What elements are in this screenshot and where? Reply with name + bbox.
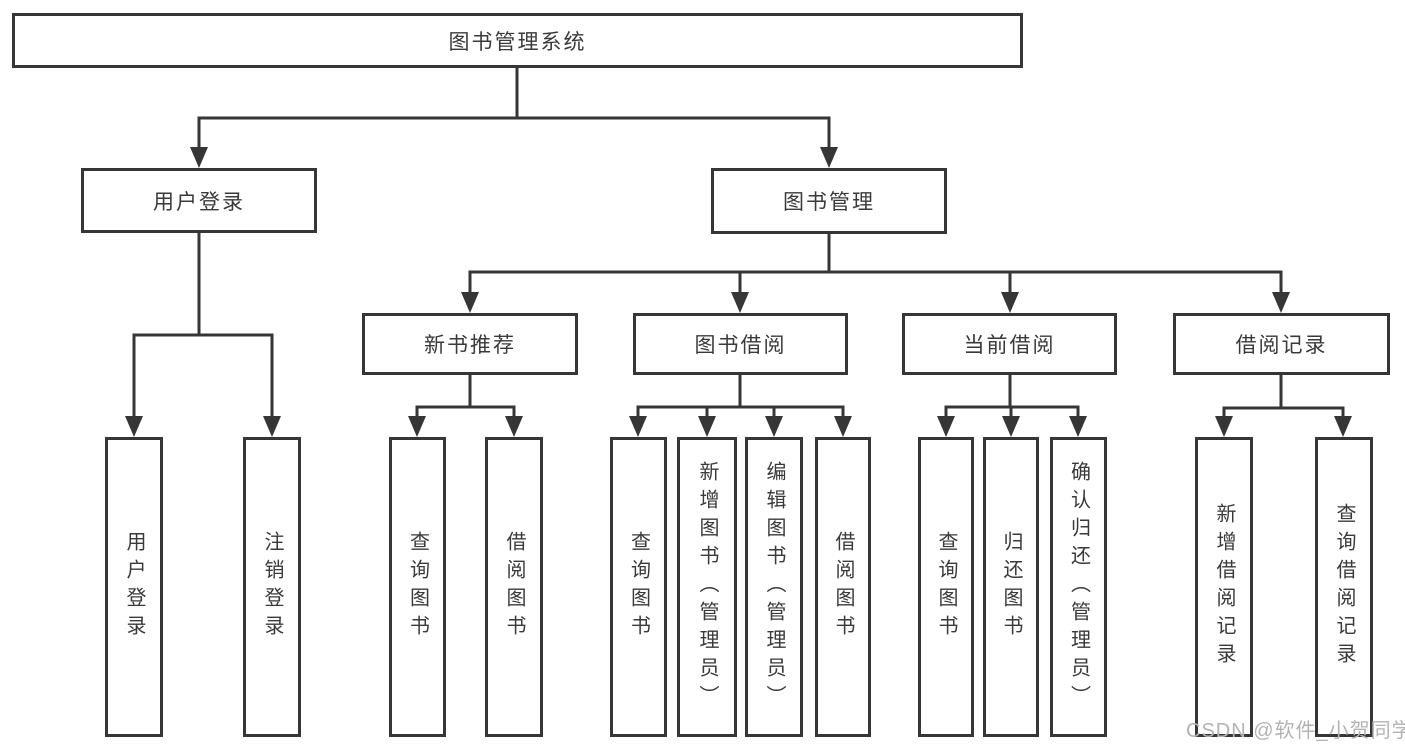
leaf-borrow-books-label: 借阅图书 [832,531,854,643]
node-book-borrow: 图书借阅 [633,313,848,375]
leaf-confirm-return-admin: 确认归还（管理员） [1050,437,1107,737]
node-root-label: 图书管理系统 [448,30,587,54]
leaf-add-borrow-record: 新增借阅记录 [1195,437,1253,737]
leaf-return-books-label: 归还图书 [1000,531,1022,643]
leaf-add-borrow-record-label: 新增借阅记录 [1213,503,1235,671]
leaf-confirm-return-admin-label: 确认归还（管理员） [1067,461,1090,713]
node-book-management: 图书管理 [711,168,947,234]
csdn-watermark: CSDN @软件_小贺同学 [1186,720,1405,742]
node-root: 图书管理系统 [12,13,1023,68]
leaf-logout: 注销登录 [243,437,301,737]
node-new-book-recommend-label: 新书推荐 [424,334,516,357]
leaf-user-login-label: 用户登录 [123,531,145,643]
leaf-query-books-recommend: 查询图书 [389,437,446,737]
node-borrow-records: 借阅记录 [1173,313,1390,375]
leaf-edit-books-admin: 编辑图书（管理员） [745,437,803,737]
leaf-query-books-recommend-label: 查询图书 [406,531,429,643]
leaf-query-books-current-label: 查询图书 [935,531,957,643]
leaf-borrow-books-recommend: 借阅图书 [485,437,543,737]
leaf-borrow-books-recommend-label: 借阅图书 [503,531,525,643]
leaf-query-books-borrow-label: 查询图书 [627,531,650,643]
node-current-borrow: 当前借阅 [902,313,1117,375]
leaf-edit-books-admin-label: 编辑图书（管理员） [763,461,785,713]
node-user-login: 用户登录 [81,168,317,233]
node-new-book-recommend: 新书推荐 [362,313,578,375]
node-current-borrow-label: 当前借阅 [963,334,1056,357]
leaf-return-books: 归还图书 [983,437,1039,737]
leaf-logout-label: 注销登录 [261,531,283,643]
leaf-borrow-books: 借阅图书 [815,437,871,737]
node-book-borrow-label: 图书借阅 [694,334,787,357]
leaf-query-books-current: 查询图书 [918,437,974,737]
leaf-add-books-admin-label: 新增图书（管理员） [696,461,718,713]
leaf-add-books-admin: 新增图书（管理员） [677,437,737,737]
leaf-user-login: 用户登录 [105,437,163,737]
node-book-management-label: 图书管理 [783,191,875,214]
leaf-query-books-borrow: 查询图书 [610,437,667,737]
node-borrow-records-label: 借阅记录 [1235,334,1328,357]
node-user-login-label: 用户登录 [153,190,245,214]
arrowheads [125,147,1352,437]
leaf-query-borrow-record-label: 查询借阅记录 [1333,503,1355,671]
leaf-query-borrow-record: 查询借阅记录 [1315,437,1373,737]
